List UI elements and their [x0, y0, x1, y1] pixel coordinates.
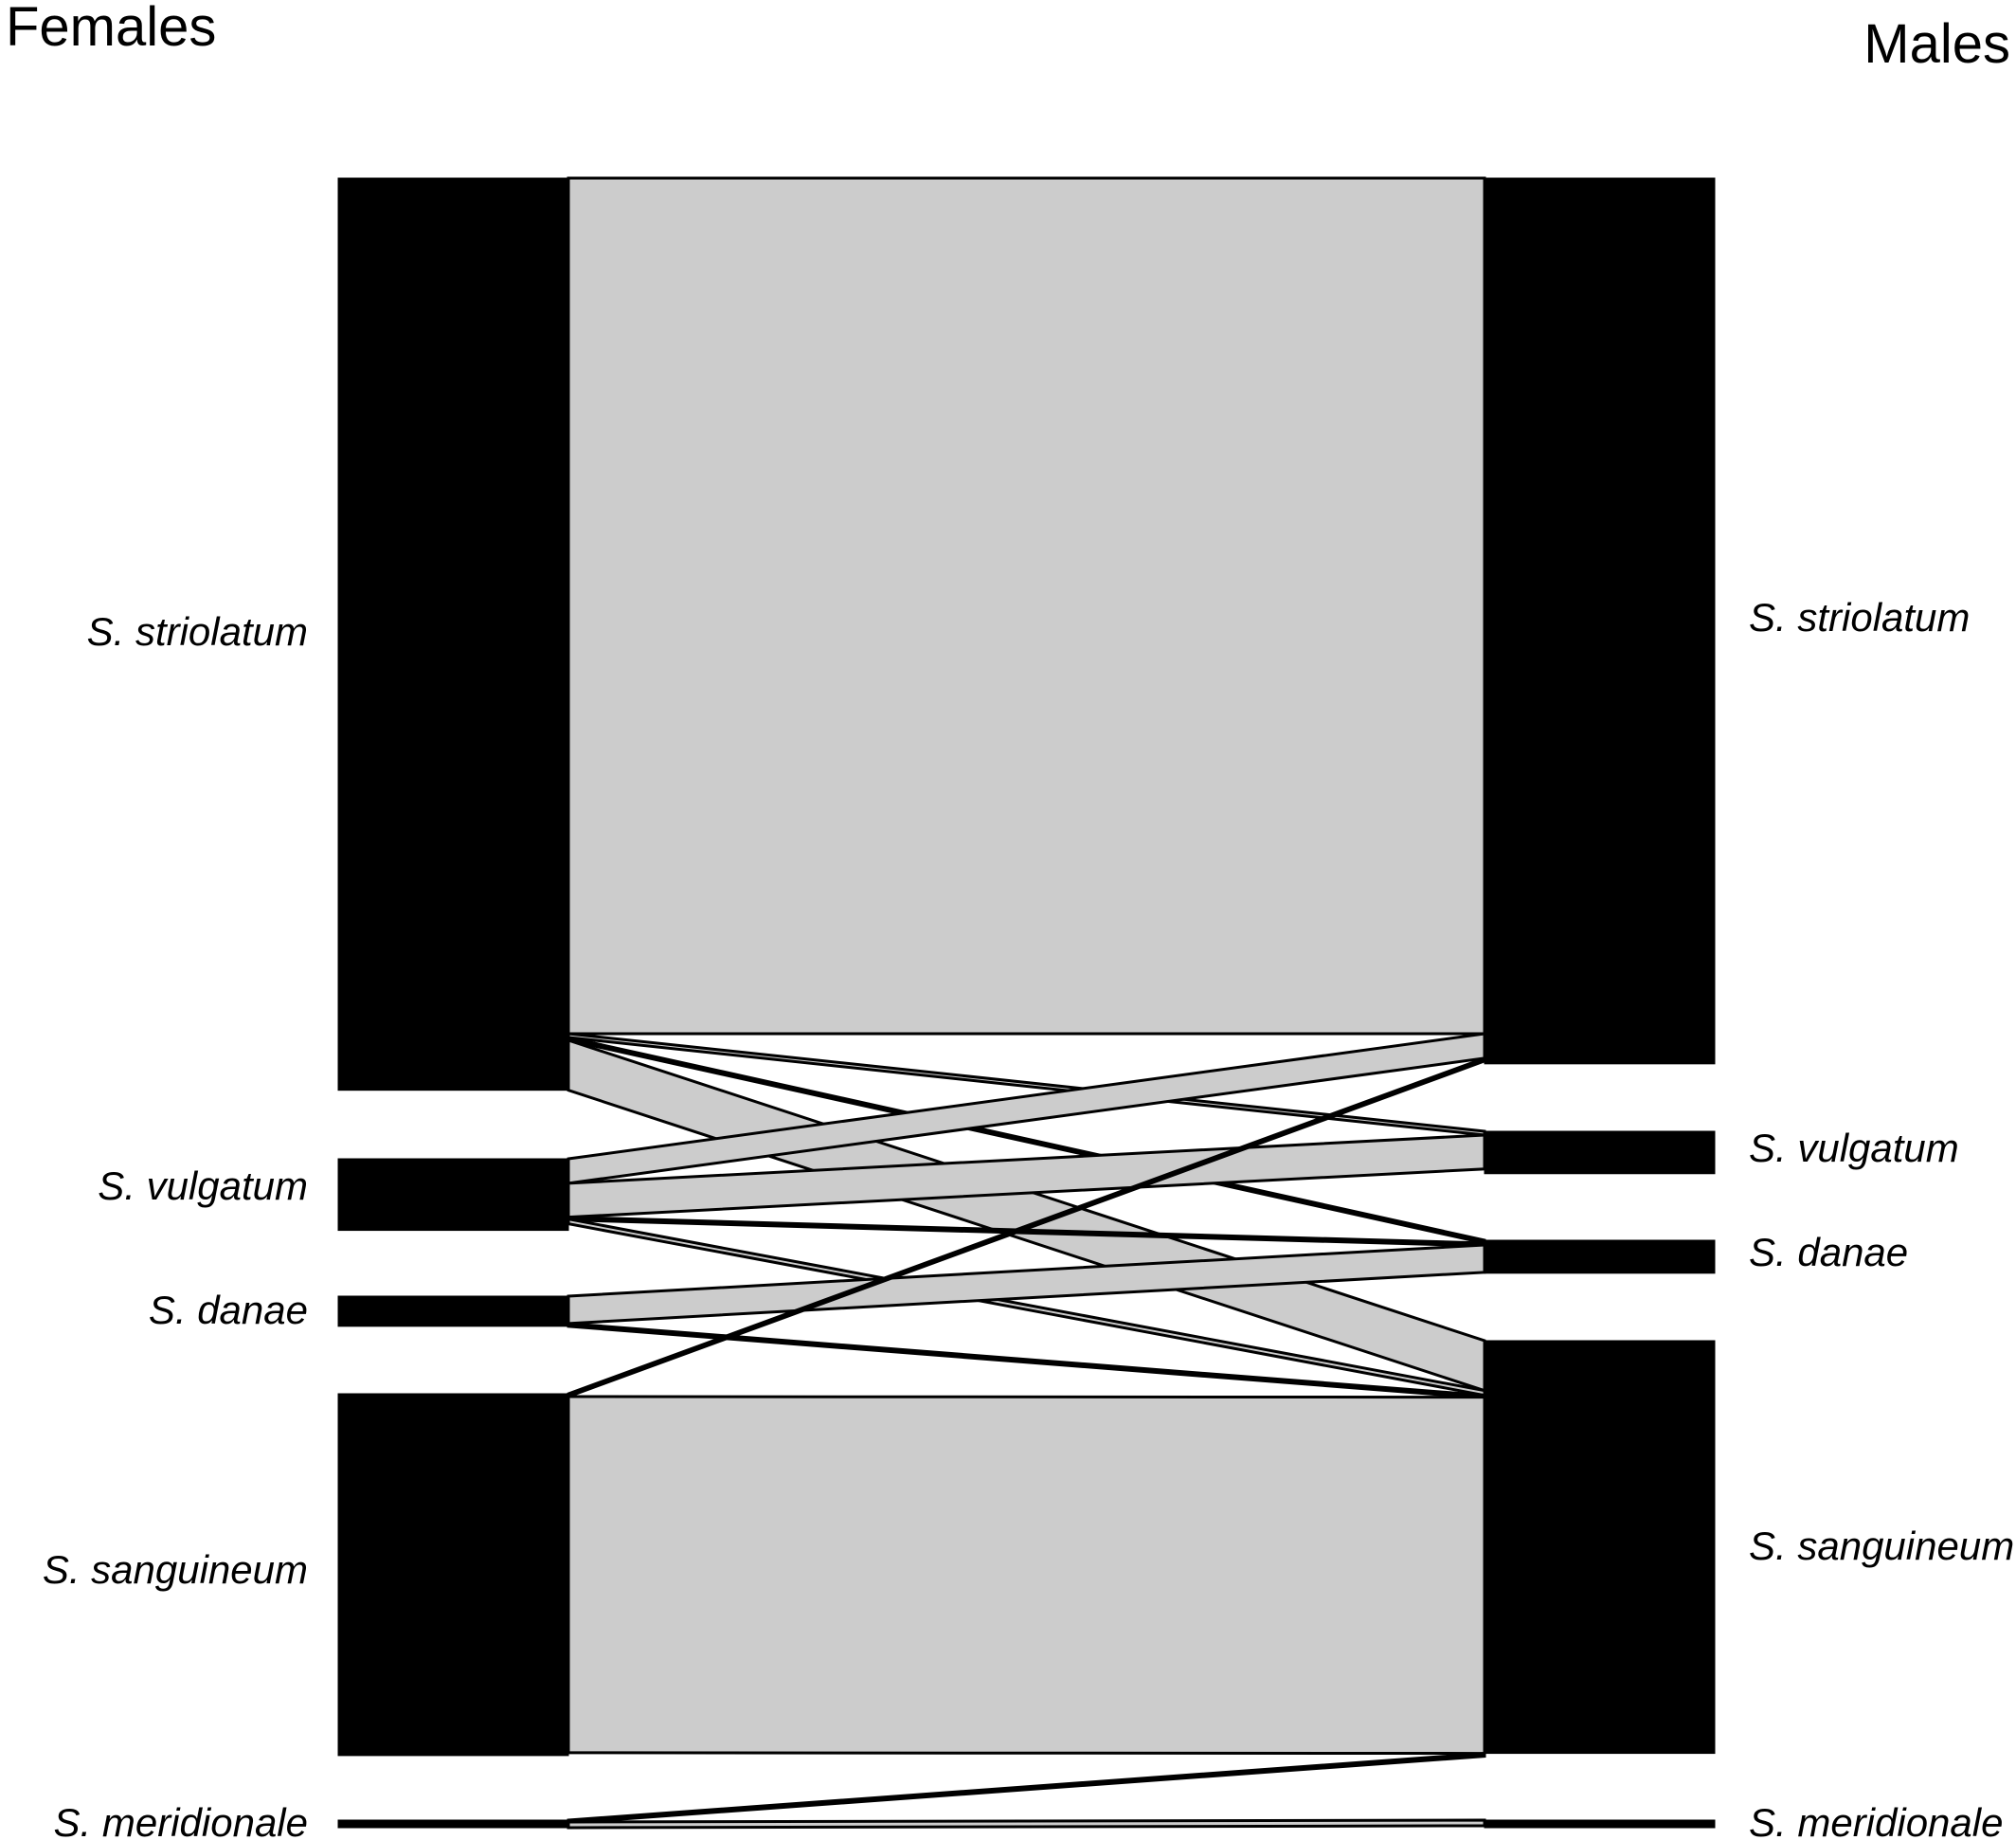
male-node-sanguineum: [1484, 1340, 1716, 1755]
flow-meridionale-to-sanguineum: [567, 1751, 1486, 1825]
females-title: Females: [6, 0, 216, 58]
female-label-meridionale: S. meridionale: [54, 1800, 308, 1840]
female-label-danae: S. danae: [149, 1288, 308, 1332]
female-node-meridionale: [337, 1819, 569, 1829]
female-node-sanguineum: [337, 1393, 569, 1757]
male-label-striolatum: S. striolatum: [1749, 595, 1970, 640]
flow-sanguineum-to-sanguineum: [567, 1395, 1486, 1756]
male-labels: S. striolatum S. vulgatum S. danae S. sa…: [1749, 595, 2014, 1840]
male-label-meridionale: S. meridionale: [1749, 1800, 2003, 1840]
flow-meridionale-to-meridionale: [567, 1818, 1486, 1830]
female-label-striolatum: S. striolatum: [87, 609, 308, 654]
male-node-vulgatum: [1484, 1130, 1716, 1175]
male-node-meridionale: [1484, 1819, 1716, 1829]
female-labels: S. striolatum S. vulgatum S. danae S. sa…: [43, 609, 308, 1840]
female-label-sanguineum: S. sanguineum: [43, 1547, 308, 1592]
nodes-layer: [337, 177, 1716, 1829]
female-node-vulgatum: [337, 1158, 569, 1232]
male-label-sanguineum: S. sanguineum: [1749, 1524, 2014, 1568]
female-label-vulgatum: S. vulgatum: [98, 1164, 308, 1208]
male-label-danae: S. danae: [1749, 1230, 1908, 1274]
female-node-striolatum: [337, 177, 569, 1091]
male-label-vulgatum: S. vulgatum: [1749, 1126, 1959, 1170]
males-title: Males: [1863, 13, 2010, 75]
flows-layer: [567, 176, 1486, 1830]
male-node-danae: [1484, 1239, 1716, 1274]
female-node-danae: [337, 1295, 569, 1327]
flow-striolatum-to-striolatum: [567, 176, 1486, 1036]
male-node-striolatum: [1484, 177, 1716, 1065]
